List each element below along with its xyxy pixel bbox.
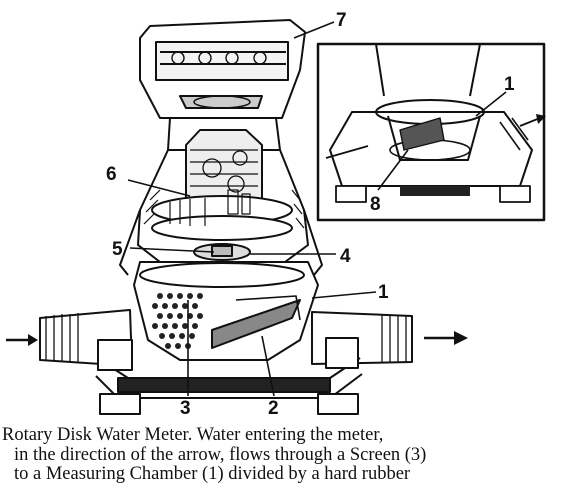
callout-1-inset: 1 <box>504 74 515 95</box>
inset-detail <box>316 42 546 222</box>
caption-line-3: to a Measuring Chamber (1) divided by a … <box>14 464 411 484</box>
caption-line-2: in the direction of the arrow, flows thr… <box>14 444 427 465</box>
callout-5: 5 <box>112 239 123 260</box>
callout-1-main: 1 <box>378 282 389 303</box>
callout-3: 3 <box>180 398 191 419</box>
flow-arrows <box>6 331 468 346</box>
caption: Rotary Disk Water Meter. Water entering … <box>0 426 580 504</box>
callout-6: 6 <box>106 164 117 185</box>
meter-body <box>39 19 413 415</box>
callout-7: 7 <box>336 10 347 31</box>
callout-8: 8 <box>370 194 381 215</box>
callout-2: 2 <box>268 398 279 419</box>
callout-4: 4 <box>340 246 351 267</box>
meter-illustration: 7 1 6 8 5 4 1 3 2 <box>6 10 546 419</box>
leader-lines <box>127 21 507 397</box>
caption-line-1: Rotary Disk Water Meter. Water entering … <box>2 426 384 445</box>
